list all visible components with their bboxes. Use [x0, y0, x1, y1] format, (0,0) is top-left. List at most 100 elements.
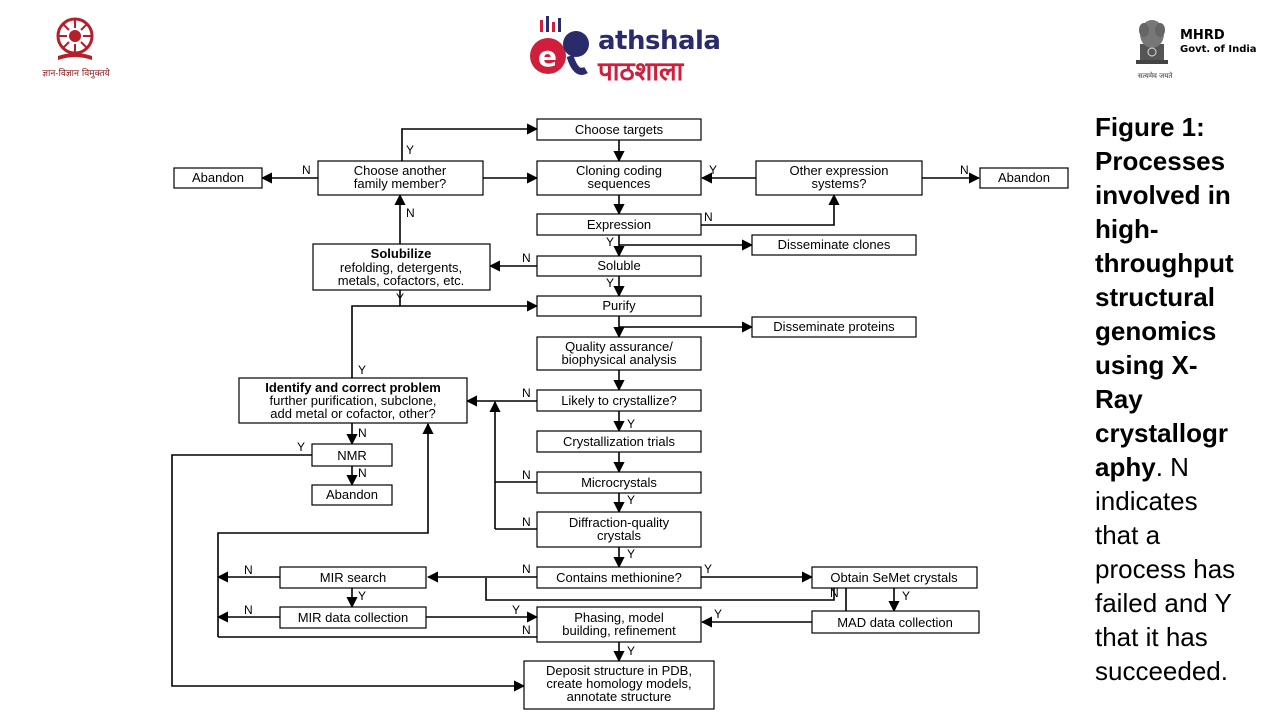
- edge-label-y: Y: [297, 440, 305, 454]
- brand-english: athshala: [598, 26, 721, 56]
- label-cloning-2: sequences: [588, 176, 651, 191]
- label-other-expression-1: Other expression: [790, 163, 889, 178]
- edge-label-y: Y: [358, 589, 366, 603]
- edge-label-n: N: [522, 623, 531, 637]
- edge-label-y: Y: [714, 607, 722, 621]
- label-soluble: Soluble: [597, 258, 640, 273]
- box-mir-search: [279, 566, 427, 589]
- label-cloning-1: Cloning coding: [576, 163, 662, 178]
- box-trials: [536, 430, 702, 453]
- box-nmr: [311, 443, 393, 467]
- box-likely: [536, 389, 702, 412]
- label-deposit-1: Deposit structure in PDB,: [546, 663, 692, 678]
- box-deposit: [523, 660, 715, 710]
- caption-bold-end: aphy: [1095, 452, 1156, 482]
- label-identify-2: further purification, subclone,: [270, 393, 437, 408]
- box-choose-targets: [536, 118, 702, 141]
- label-phasing-2: building, refinement: [562, 623, 676, 638]
- caption-line: using X-: [1095, 350, 1198, 380]
- caption-line: that it has: [1095, 622, 1208, 652]
- edge-label-n: N: [830, 586, 839, 600]
- box-mir-data: [279, 606, 427, 629]
- label-solubilize-title: Solubilize: [371, 246, 432, 261]
- caption-line: involved in: [1095, 180, 1231, 210]
- caption-line: aphy. N: [1095, 450, 1265, 484]
- edge-label-n: N: [244, 563, 253, 577]
- edge-label-y: Y: [902, 589, 910, 603]
- label-disseminate-clones: Disseminate clones: [778, 237, 891, 252]
- box-expression: [536, 213, 702, 236]
- label-disseminate-proteins: Disseminate proteins: [773, 319, 895, 334]
- label-quality-1: Quality assurance/: [565, 339, 673, 354]
- edge-label-y: Y: [627, 417, 635, 431]
- caption-line: process has: [1095, 554, 1236, 584]
- edge-label-n: N: [522, 251, 531, 265]
- edge-label-n: N: [302, 163, 311, 177]
- label-quality-2: biophysical analysis: [562, 352, 677, 367]
- box-disseminate-clones: [751, 234, 917, 256]
- edge-label-n: N: [406, 206, 415, 220]
- caption-line: high-: [1095, 214, 1159, 244]
- svg-text:e: e: [538, 40, 557, 73]
- label-mir-data: MIR data collection: [298, 610, 409, 625]
- label-purify: Purify: [602, 298, 636, 313]
- box-disseminate-proteins: [751, 316, 917, 338]
- caption-line: failed and Y: [1095, 588, 1232, 618]
- mhrd-logo: MHRD Govt. of India सत्यमेव जयते: [1130, 14, 1260, 84]
- emblem-motto: सत्यमेव जयते: [1138, 72, 1173, 80]
- edge-label-y: Y: [396, 291, 404, 305]
- caption-line: Figure 1:: [1095, 112, 1205, 142]
- epathshala-logo: e athshala पाठशाला: [520, 12, 750, 87]
- university-motto: ज्ञान-विज्ञान विमुक्तये: [42, 69, 110, 79]
- label-solubilize-3: metals, cofactors, etc.: [338, 273, 464, 288]
- label-nmr: NMR: [337, 448, 367, 463]
- edge-label-y: Y: [627, 493, 635, 507]
- box-abandon-nmr: [311, 484, 393, 506]
- caption-line: crystallogr: [1095, 418, 1228, 448]
- edge-label-n: N: [522, 562, 531, 576]
- caption-line: Ray: [1095, 384, 1143, 414]
- edge-label-y: Y: [627, 644, 635, 658]
- box-mad-data: [811, 610, 980, 634]
- label-identify-3: add metal or cofactor, other?: [270, 406, 435, 421]
- label-diffraction-2: crystals: [597, 528, 642, 543]
- caption-regular-start: . N: [1155, 452, 1189, 482]
- box-soluble: [536, 255, 702, 277]
- box-other-expression: [755, 160, 923, 196]
- university-seal-icon: [56, 17, 94, 60]
- label-microcrystals: Microcrystals: [581, 475, 657, 490]
- edge-label-n: N: [960, 163, 969, 177]
- label-choose-another-1: Choose another: [354, 163, 447, 178]
- edge-label-n: N: [358, 426, 367, 440]
- label-contains-met: Contains methionine?: [556, 570, 682, 585]
- label-choose-another-2: family member?: [354, 176, 446, 191]
- box-microcrystals: [536, 471, 702, 494]
- box-purify: [536, 295, 702, 317]
- label-deposit-2: create homology models,: [546, 676, 691, 691]
- edge-label-n: N: [522, 386, 531, 400]
- box-identify: [238, 377, 468, 424]
- label-solubilize-2: refolding, detergents,: [340, 260, 462, 275]
- box-quality: [536, 336, 702, 371]
- edge-label-n: N: [244, 603, 253, 617]
- national-emblem-icon: [1136, 20, 1168, 64]
- label-mir-search: MIR search: [320, 570, 386, 585]
- label-mad-data: MAD data collection: [837, 615, 953, 630]
- university-logo: ज्ञान-विज्ञान विमुक्तये: [30, 14, 120, 84]
- epathshala-emblem-icon: e: [530, 16, 589, 75]
- label-diffraction-1: Diffraction-quality: [569, 515, 670, 530]
- edge-label-y: Y: [358, 363, 366, 377]
- box-phasing: [536, 606, 702, 643]
- label-abandon-right: Abandon: [998, 170, 1050, 185]
- label-other-expression-2: systems?: [812, 176, 867, 191]
- edge-label-n: N: [358, 466, 367, 480]
- edge-label-y: Y: [627, 547, 635, 561]
- flowchart: Choose targets Cloning coding sequences …: [171, 118, 1069, 710]
- label-likely: Likely to crystallize?: [561, 393, 677, 408]
- label-trials: Crystallization trials: [563, 434, 675, 449]
- edge-label-n: N: [704, 210, 713, 224]
- figure-caption: Figure 1: Processes involved in high- th…: [1095, 110, 1265, 688]
- edge-label-n: N: [522, 468, 531, 482]
- caption-line: throughput: [1095, 248, 1234, 278]
